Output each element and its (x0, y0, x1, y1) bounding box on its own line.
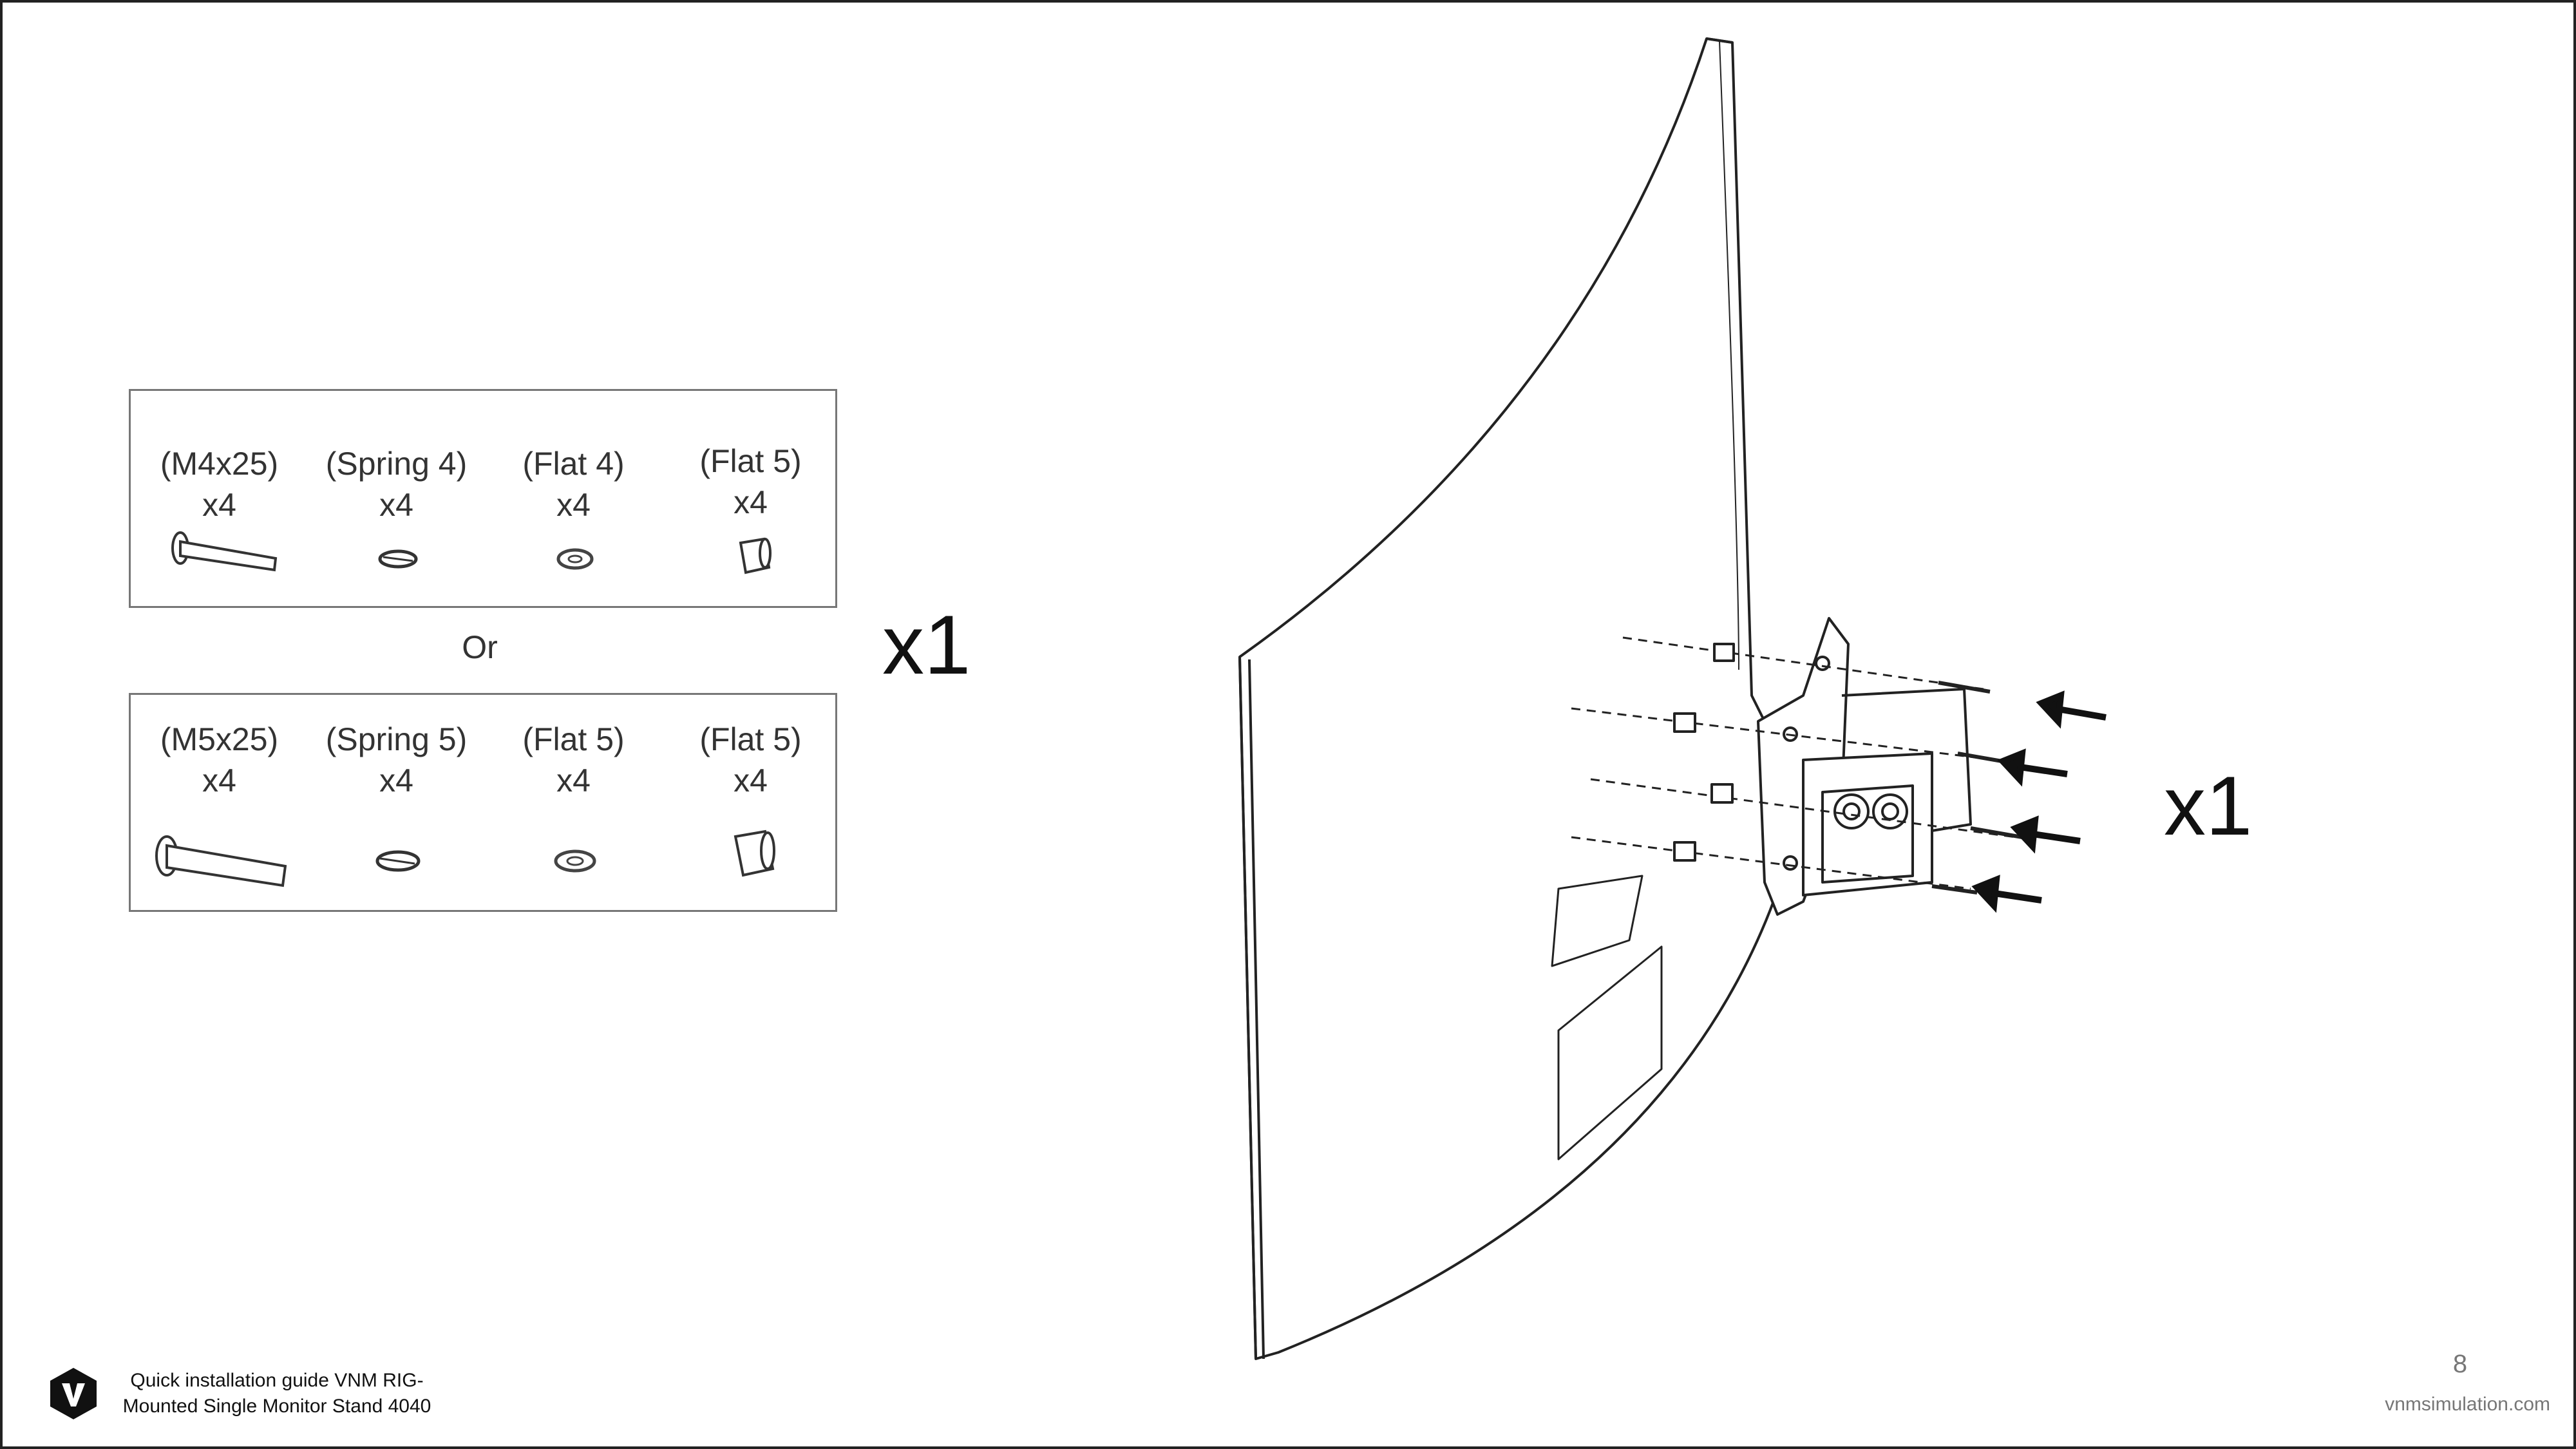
part-name: (Flat 5) (522, 721, 625, 757)
part-spring-washer: (Spring 4) x4 (308, 391, 485, 606)
part-name: (M5x25) (160, 721, 279, 757)
vnm-logo-icon (50, 1368, 97, 1419)
part-name: (Spring 4) (325, 446, 468, 482)
hardware-set-1: (M4x25) x4 (Spring 4) x4 (Flat 4) x4 (Fl… (129, 389, 837, 608)
spring-washer-icon (378, 549, 418, 569)
part-name: (M4x25) (160, 446, 279, 482)
hardware-set-2: (M5x25) x4 (Spring 5) x4 (Flat 5) x4 (Fl… (129, 693, 837, 912)
part-quantity: x4 (734, 484, 768, 520)
website-link[interactable]: vnmsimulation.com (2385, 1394, 2550, 1415)
part-quantity: x4 (202, 487, 236, 523)
flat-washer-icon (556, 548, 594, 570)
monitor-assembly-illustration (1238, 37, 2107, 1360)
part-spring-washer: (Spring 5) x4 (308, 695, 485, 910)
part-quantity: x4 (379, 762, 413, 799)
part-spacer: (Flat 5) x4 (662, 391, 839, 606)
insertion-arrows (1971, 690, 2107, 913)
part-name: (Flat 5) (699, 721, 802, 757)
guide-title: Quick installation guide VNM RIG-Mounted… (122, 1370, 431, 1417)
hardware-multiplier: x1 (882, 598, 971, 692)
spring-washer-icon (375, 850, 421, 872)
part-name: (Flat 5) (699, 443, 802, 479)
part-quantity: x4 (556, 762, 591, 799)
page-number: 8 (2452, 1350, 2468, 1378)
part-name: (Spring 5) (325, 721, 468, 757)
part-quantity: x4 (202, 762, 236, 799)
flat-washer-icon (554, 849, 596, 873)
spacer-icon (739, 537, 772, 574)
part-quantity: x4 (556, 487, 591, 523)
or-label: Or (462, 629, 498, 665)
part-spacer: (Flat 5) x4 (662, 695, 839, 910)
part-quantity: x4 (734, 762, 768, 799)
part-name: (Flat 4) (522, 446, 625, 482)
part-screw: (M4x25) x4 (131, 391, 308, 606)
part-quantity: x4 (379, 487, 413, 523)
part-flat-washer: (Flat 5) x4 (485, 695, 662, 910)
screw-icon (171, 531, 278, 572)
screw-icon (155, 835, 287, 887)
part-screw: (M5x25) x4 (131, 695, 308, 910)
monitor-panel-outline (1238, 37, 1804, 1360)
assembly-multiplier: x1 (2164, 759, 2253, 853)
spacer-icon (734, 829, 775, 877)
part-flat-washer: (Flat 4) x4 (485, 391, 662, 606)
